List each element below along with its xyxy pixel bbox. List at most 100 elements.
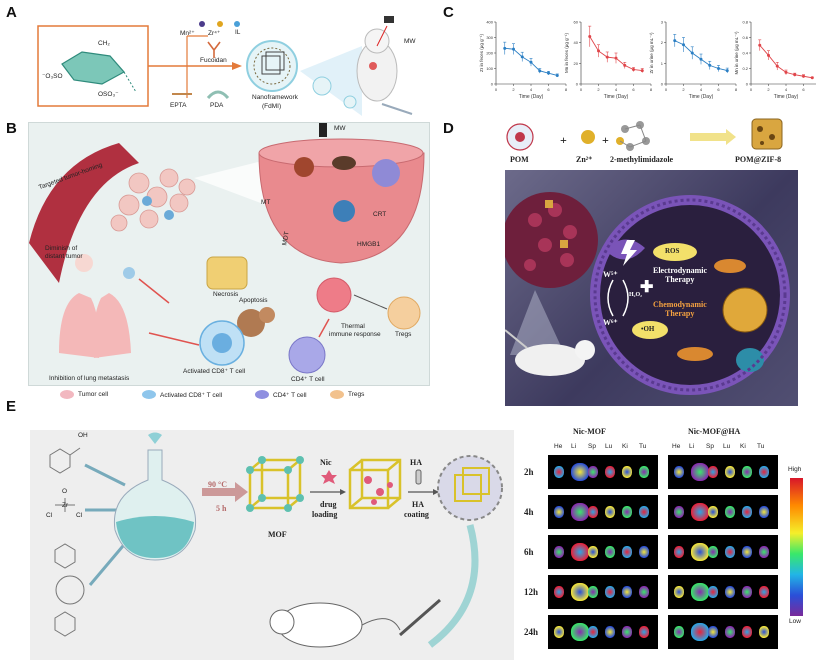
ion-mn: Mn²⁺ xyxy=(180,30,195,37)
drug-label-1: drug xyxy=(320,500,337,509)
data-point xyxy=(520,55,524,59)
mof-label: MOF xyxy=(268,530,287,539)
pom-label: POM xyxy=(510,155,529,164)
data-point xyxy=(758,43,762,47)
cond-temp: 90 °C xyxy=(208,480,227,489)
w6-label: W⁶⁺ xyxy=(603,318,618,327)
x-tick-label: 0 xyxy=(495,87,498,92)
fluorescence-image xyxy=(548,575,658,609)
time-label: 6h xyxy=(524,547,534,557)
oh-label: •OH xyxy=(641,325,655,333)
panel-b-legend: Tumor cell Activated CD8⁺ T cell CD4⁺ T … xyxy=(60,388,410,402)
x-tick-label: 0 xyxy=(665,87,668,92)
organ-label: He xyxy=(672,443,681,450)
panel-e-illustration xyxy=(49,432,503,648)
inhibition-label: Inhibition of lung metastasis xyxy=(49,375,130,382)
fluorescence-image xyxy=(548,455,658,489)
hmgb1-label: HMGB1 xyxy=(357,241,381,248)
organ-signal xyxy=(639,626,649,638)
x-axis-label: Time (Day) xyxy=(774,94,799,100)
legend-tumor-cell-icon xyxy=(60,390,74,399)
organ-signal xyxy=(588,506,598,518)
legend-cd4-icon xyxy=(255,390,269,399)
x-axis-label: Time (Day) xyxy=(519,94,544,100)
organ-signal xyxy=(759,546,769,558)
activated-cd8-label: Activated CD8⁺ T cell xyxy=(183,368,246,375)
organ-label: Li xyxy=(689,443,695,450)
organ-signal xyxy=(691,623,709,641)
data-point xyxy=(503,46,507,50)
data-point xyxy=(588,34,592,38)
data-point xyxy=(690,51,694,55)
chem-zr: Zr xyxy=(62,502,69,509)
group-nic-mof-ha: Nic-MOF@HA xyxy=(688,427,741,436)
fluorescence-image xyxy=(668,455,778,489)
data-point xyxy=(682,43,685,47)
panel-b: MW Targeted tumor-homing MT MDT CRT HMGB… xyxy=(28,122,430,386)
y-tick-label: 0.6 xyxy=(742,35,748,40)
organ-signal xyxy=(605,546,615,558)
organ-signal xyxy=(674,586,684,598)
colorbar-high: High xyxy=(788,466,802,473)
organ-signal xyxy=(605,626,615,638)
y-axis-label: Mn in urine (μg mL⁻¹) xyxy=(734,31,739,74)
data-point xyxy=(802,74,805,78)
thermal-label-2: immune response xyxy=(329,331,381,338)
organ-label: Tu xyxy=(639,443,647,450)
organ-signal xyxy=(708,586,718,598)
chem-cl-1: Cl xyxy=(46,512,53,519)
organ-label: Li xyxy=(571,443,577,450)
organ-signal xyxy=(605,586,615,598)
organ-signal xyxy=(622,546,632,558)
organ-signal xyxy=(571,463,589,481)
organ-signal xyxy=(639,466,649,478)
fluorescence-image xyxy=(668,615,778,649)
data-point xyxy=(810,76,814,80)
organ-label: Sp xyxy=(588,443,596,450)
y-tick-label: 3 xyxy=(661,20,664,25)
chem-cl-2: Cl xyxy=(76,512,83,519)
x-tick-label: 8 xyxy=(650,87,653,92)
diminish-label-1: Diminish of xyxy=(45,245,78,252)
epta-label: EPTA xyxy=(170,102,187,109)
x-tick-label: 4 xyxy=(700,87,703,92)
y-tick-label: 300 xyxy=(486,35,493,40)
x-tick-label: 2 xyxy=(597,87,600,92)
x-tick-label: 8 xyxy=(565,87,568,92)
panel-e-letter: E xyxy=(6,398,17,415)
tregs-label: Tregs xyxy=(395,331,412,338)
data-point xyxy=(767,53,770,57)
y-tick-label: 0 xyxy=(746,82,749,87)
fluorescence-image xyxy=(548,615,658,649)
fluorescence-image xyxy=(668,495,778,529)
colorbar xyxy=(790,478,803,616)
organ-signal xyxy=(571,543,589,561)
w5-label: W⁵⁺ xyxy=(603,270,618,279)
fluorescence-image xyxy=(668,535,778,569)
x-tick-label: 0 xyxy=(750,87,753,92)
panel-d-header: POM + Zn²⁺ + 2-methylimidazole POM@ZIF-8 xyxy=(490,115,810,170)
panel-b-letter: B xyxy=(6,120,17,137)
organ-signal xyxy=(588,626,598,638)
cdt-label-1: Chemodynamic xyxy=(653,300,707,309)
hacoat-label-1: HA xyxy=(412,500,424,509)
x-tick-label: 4 xyxy=(615,87,618,92)
organ-signal xyxy=(622,626,632,638)
data-point xyxy=(555,73,559,77)
hacoat-label-2: coating xyxy=(404,510,429,519)
data-point xyxy=(673,39,677,43)
y-tick-label: 200 xyxy=(486,51,493,56)
mw-label-b: MW xyxy=(334,125,346,132)
organ-signal xyxy=(725,466,735,478)
y-tick-label: 2 xyxy=(661,40,664,45)
ha-label: HA xyxy=(410,458,422,467)
legend-tumor-cell: Tumor cell xyxy=(78,391,109,398)
y-tick-label: 0.8 xyxy=(742,20,748,25)
legend-cd4: CD4⁺ T cell xyxy=(273,392,307,399)
y-tick-label: 60 xyxy=(574,20,579,25)
organ-signal xyxy=(639,546,649,558)
data-point xyxy=(605,55,609,59)
time-label: 24h xyxy=(524,627,539,637)
organ-signal xyxy=(708,546,718,558)
organ-signal xyxy=(742,506,752,518)
